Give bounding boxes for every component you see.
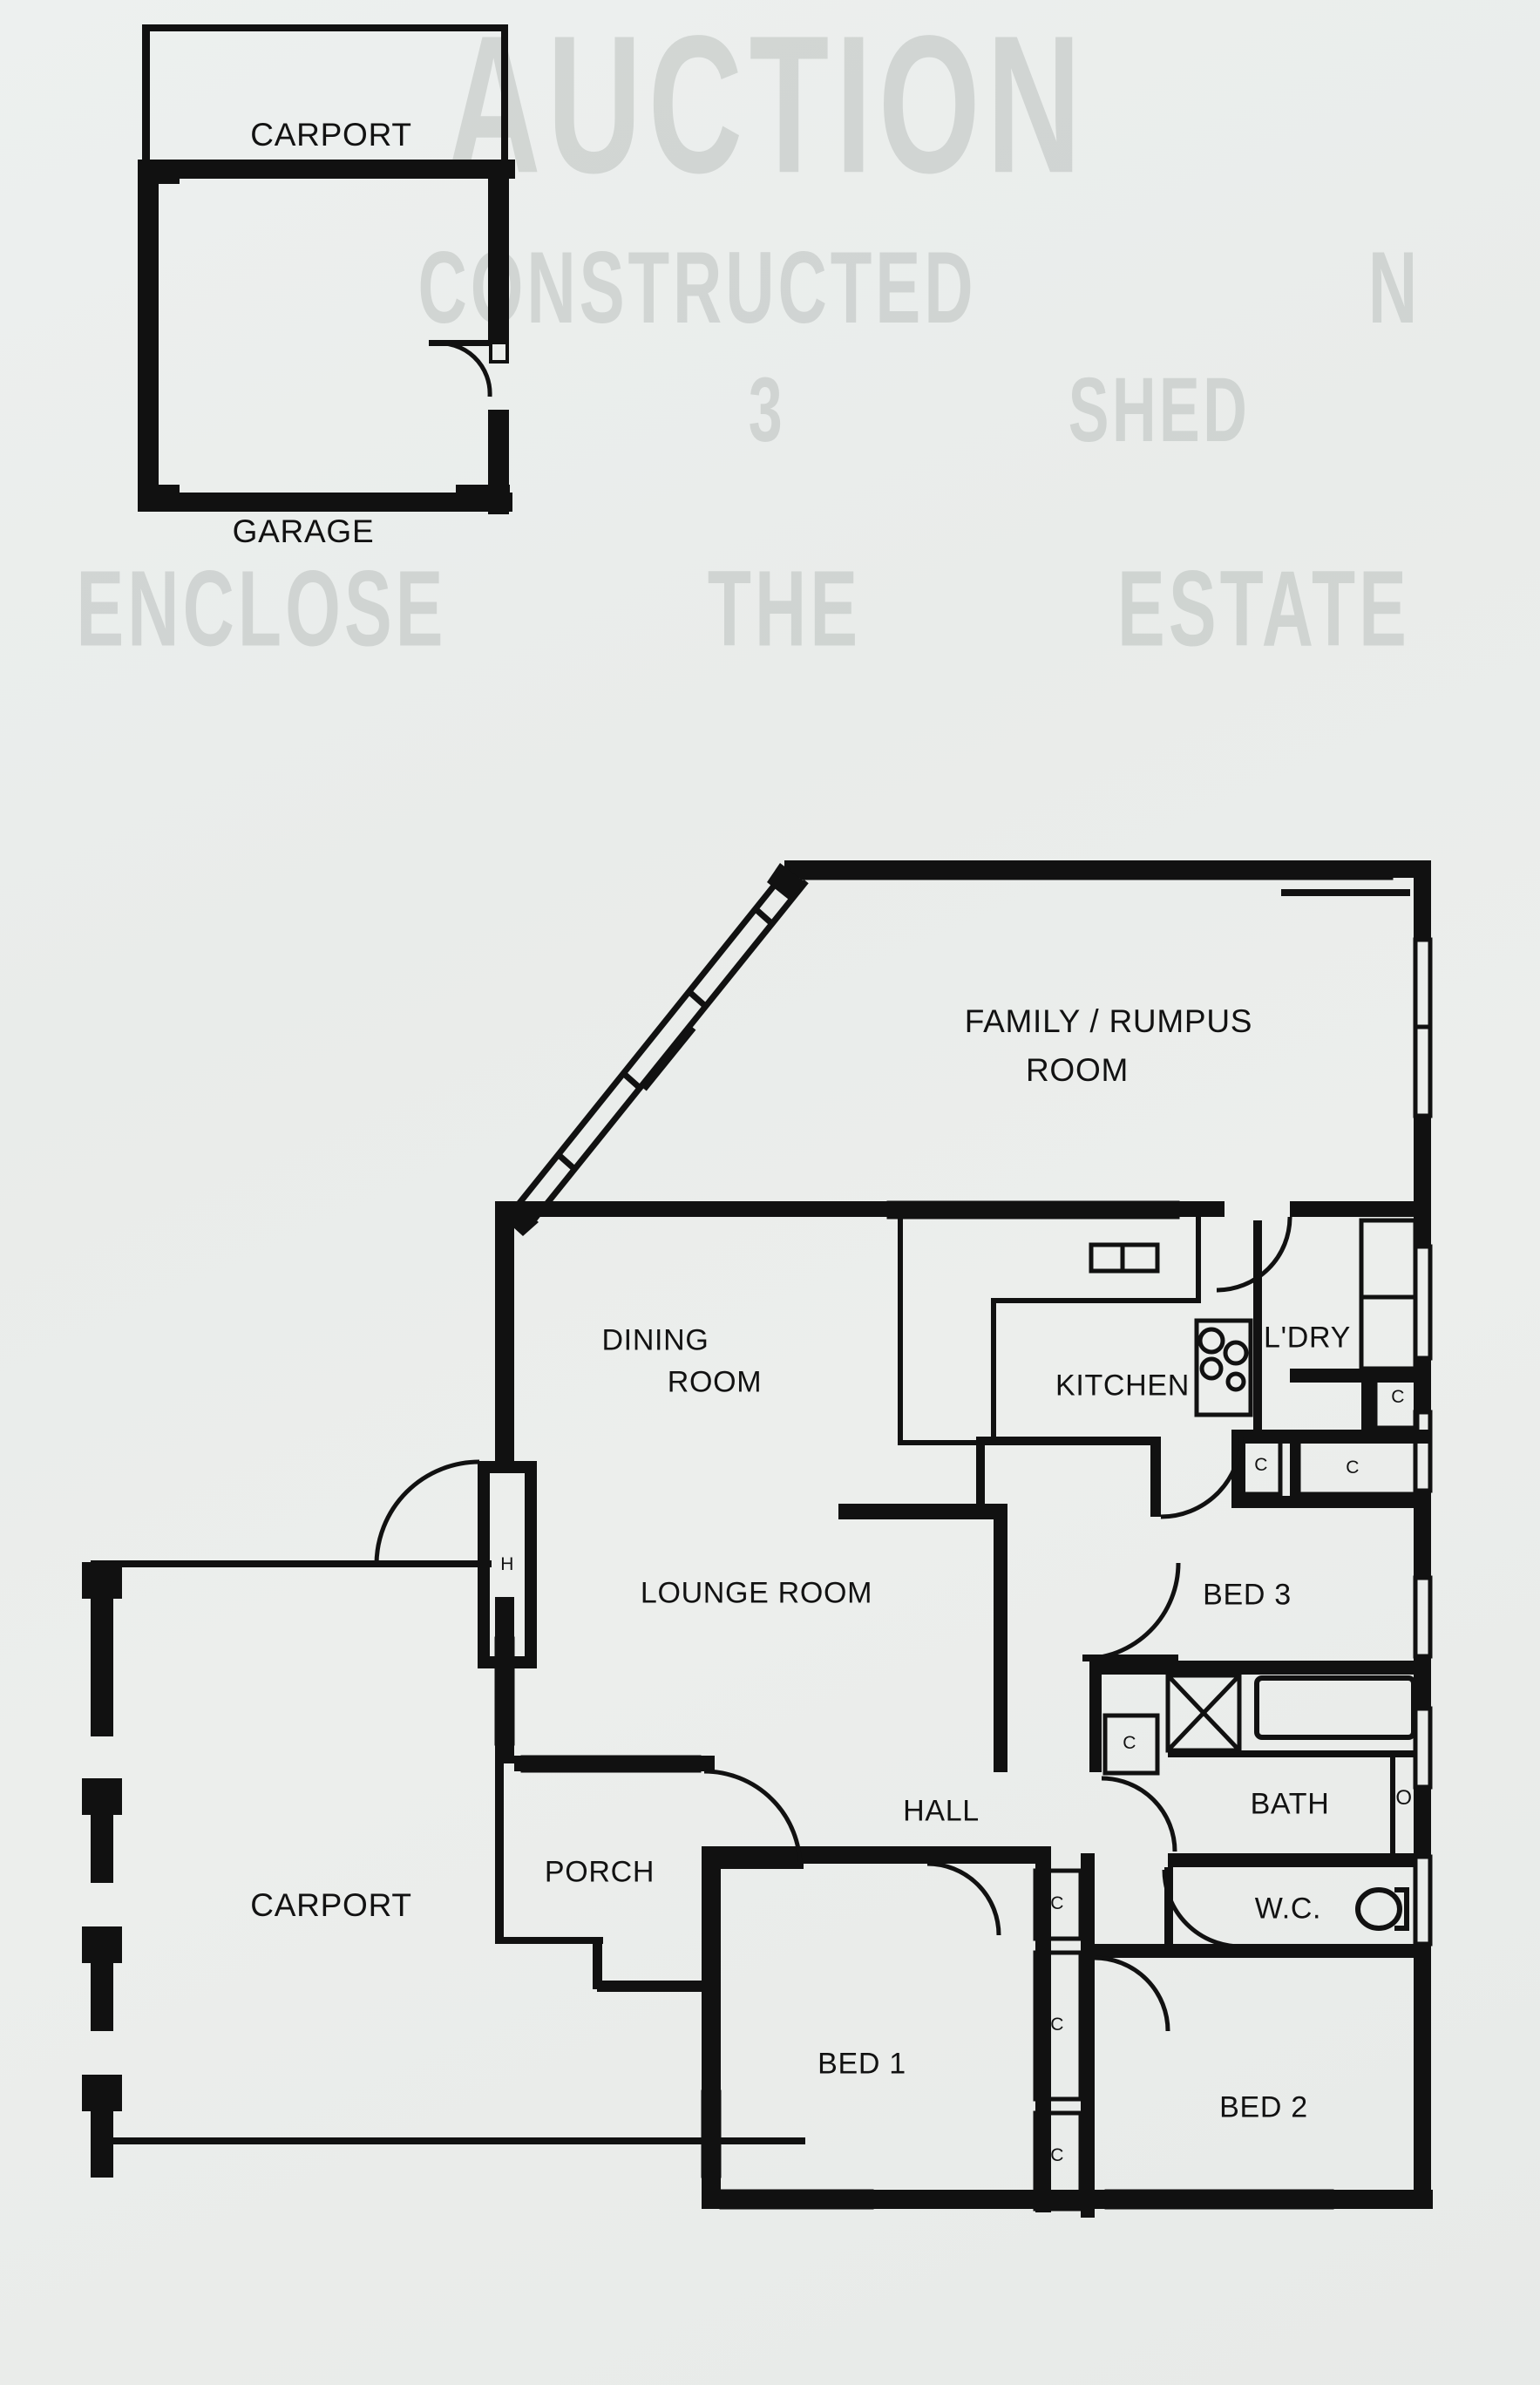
label-hall-cupboard-h: H (500, 1554, 514, 1574)
wall-kitchen-hall-stub (976, 1437, 985, 1517)
bed1-side-window (701, 2089, 722, 2178)
wall-closet-mid (1290, 1437, 1299, 1505)
label-closet-bath: C (1123, 1733, 1136, 1753)
cooktop-icon (1194, 1318, 1253, 1417)
ldry-door (1216, 1216, 1292, 1293)
bed1-door (926, 1861, 1001, 1936)
sink-icon (1089, 1242, 1160, 1274)
kitchen-window (886, 1200, 1180, 1220)
label-wc: W.C. (1254, 1892, 1322, 1926)
label-bed-2: BED 2 (1219, 2090, 1308, 2124)
wall-kitchen-hall (976, 1437, 1150, 1445)
wall-dining-top (514, 1201, 784, 1217)
label-dining-line1: DINING (601, 1323, 709, 1357)
label-bed-3: BED 3 (1203, 1578, 1292, 1612)
wall-closet-div (1361, 1369, 1375, 1438)
wall-ldry-top (1290, 1201, 1431, 1217)
label-hall: HALL (903, 1794, 980, 1828)
label-family-rumpus-line2: ROOM (1025, 1052, 1130, 1088)
wall-between-beds (1035, 1846, 1051, 2212)
bed3-door-leaf (1082, 1655, 1178, 1661)
label-kitchen: KITCHEN (1055, 1369, 1190, 1403)
label-closet-bed1-b: C (1050, 2015, 1064, 2035)
wall-wc-left (1164, 1867, 1173, 1949)
label-garage: GARAGE (232, 513, 375, 549)
left-carport-structure (82, 1560, 805, 2178)
wall-bath-bottom (1168, 1853, 1414, 1867)
family-window-top (799, 860, 1394, 880)
label-closet-bed3-a: C (1254, 1455, 1268, 1475)
outbuilding-walls (138, 24, 515, 514)
hall-door (703, 1769, 803, 1868)
bath-door (1101, 1776, 1177, 1852)
angled-window-sash (504, 863, 806, 1236)
wall-bed1-top (702, 1846, 1041, 1864)
wall-bed3-closet-bottom (1231, 1496, 1431, 1508)
label-bed-1: BED 1 (817, 2047, 906, 2081)
label-closet-bed1-a: C (1050, 1893, 1064, 1913)
bed2-door (1094, 1955, 1170, 2032)
label-closet-bed3-b: C (1346, 1458, 1360, 1478)
ldry-fixtures (1359, 1218, 1418, 1371)
kitchen-bench (898, 1217, 1201, 1445)
angled-window-wall (513, 865, 809, 1223)
hall-door-leaf (702, 1862, 804, 1869)
label-dining-line2: ROOM (667, 1365, 763, 1399)
wall-bed3-jamb (1150, 1437, 1161, 1517)
wall-lounge-top (838, 1504, 1007, 1519)
garage-door (433, 341, 492, 398)
porch-step (597, 1942, 708, 1992)
shower-icon (1165, 1673, 1242, 1753)
garage-window (489, 218, 509, 364)
wall-wc-bottom (1164, 1944, 1431, 1958)
lounge-window (520, 1755, 702, 1773)
wall-bath-top (1089, 1661, 1431, 1675)
label-bath-basin-o: O (1395, 1786, 1413, 1810)
toilet-icon (1355, 1887, 1409, 1931)
label-closet-ldry: C (1391, 1387, 1405, 1407)
bed3-door (1082, 1562, 1181, 1661)
label-bath: BATH (1250, 1787, 1330, 1821)
family-window-right (1413, 937, 1433, 1118)
bathtub-icon (1254, 1675, 1416, 1740)
wc-door (1162, 1869, 1242, 1949)
wall-bath-left (1089, 1661, 1102, 1772)
family-window-ledge (1281, 889, 1410, 896)
label-porch: PORCH (544, 1855, 655, 1889)
label-lounge: LOUNGE ROOM (640, 1576, 873, 1610)
wall-bed2-top (1095, 1944, 1182, 1958)
label-carport-left: CARPORT (250, 1887, 412, 1923)
bed-windows (719, 2189, 1334, 2210)
label-family-rumpus-line1: FAMILY / RUMPUS (964, 1003, 1253, 1039)
label-carport-upper: CARPORT (250, 117, 412, 153)
label-closet-bed1-c: C (1050, 2145, 1064, 2165)
bed3-door-upper (1160, 1436, 1244, 1519)
bath-partition (1168, 1750, 1414, 1757)
label-laundry: L'DRY (1264, 1321, 1351, 1355)
wall-ldry-left (1253, 1220, 1262, 1430)
garage-door-leaf (429, 340, 492, 346)
wall-lounge-right (994, 1511, 1007, 1772)
lounge-side-window (494, 1636, 515, 1746)
wall-bed2-left (1081, 1853, 1095, 2218)
front-door (374, 1459, 480, 1566)
